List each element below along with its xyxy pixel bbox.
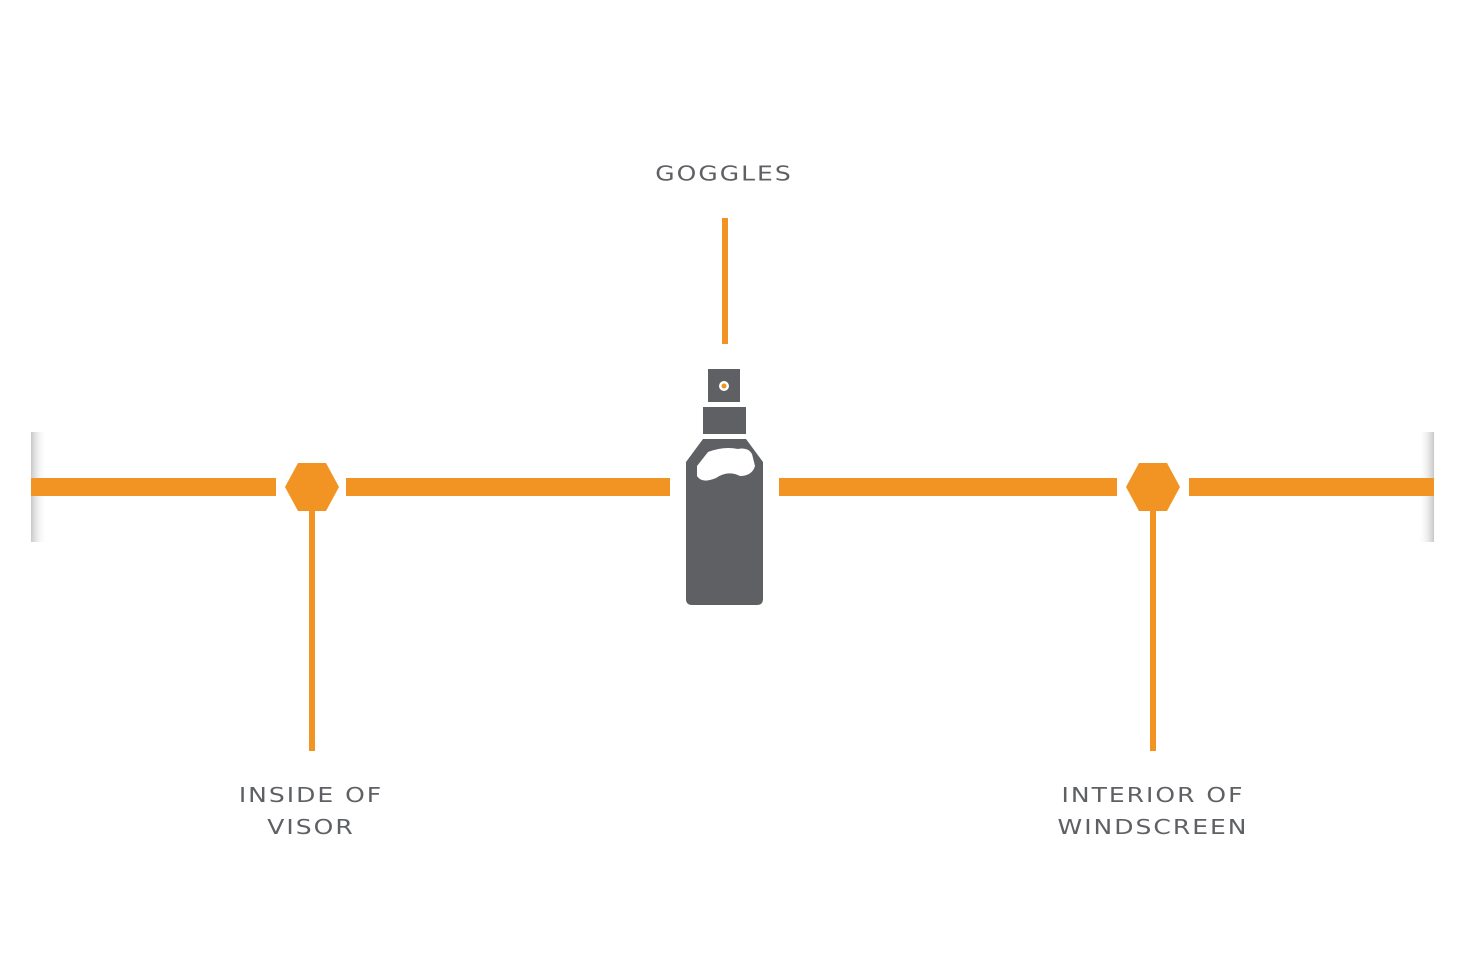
left-connector-line — [309, 505, 315, 751]
main-line-segment-2 — [346, 478, 670, 496]
main-line-segment-3 — [779, 478, 1117, 496]
label-inside-of-visor-line1: INSIDE OF — [238, 783, 384, 807]
label-interior-of-windscreen-line1: INTERIOR OF — [1061, 783, 1245, 807]
main-line-segment-4 — [1189, 478, 1434, 496]
label-inside-of-visor: INSIDE OF VISOR — [161, 779, 461, 843]
label-goggles-text: GOGGLES — [655, 161, 793, 186]
right-hexagon-node-icon — [1126, 463, 1180, 511]
left-hexagon-node-icon — [285, 463, 339, 511]
top-connector-line — [722, 218, 728, 344]
label-interior-of-windscreen-line2: WINDSCREEN — [1057, 815, 1249, 839]
label-interior-of-windscreen: INTERIOR OF WINDSCREEN — [963, 779, 1343, 843]
spray-bottle-icon — [686, 369, 763, 605]
main-line-segment-1 — [31, 478, 276, 496]
right-connector-line — [1150, 505, 1156, 751]
label-inside-of-visor-line2: VISOR — [267, 815, 355, 839]
label-goggles: GOGGLES — [574, 158, 874, 190]
